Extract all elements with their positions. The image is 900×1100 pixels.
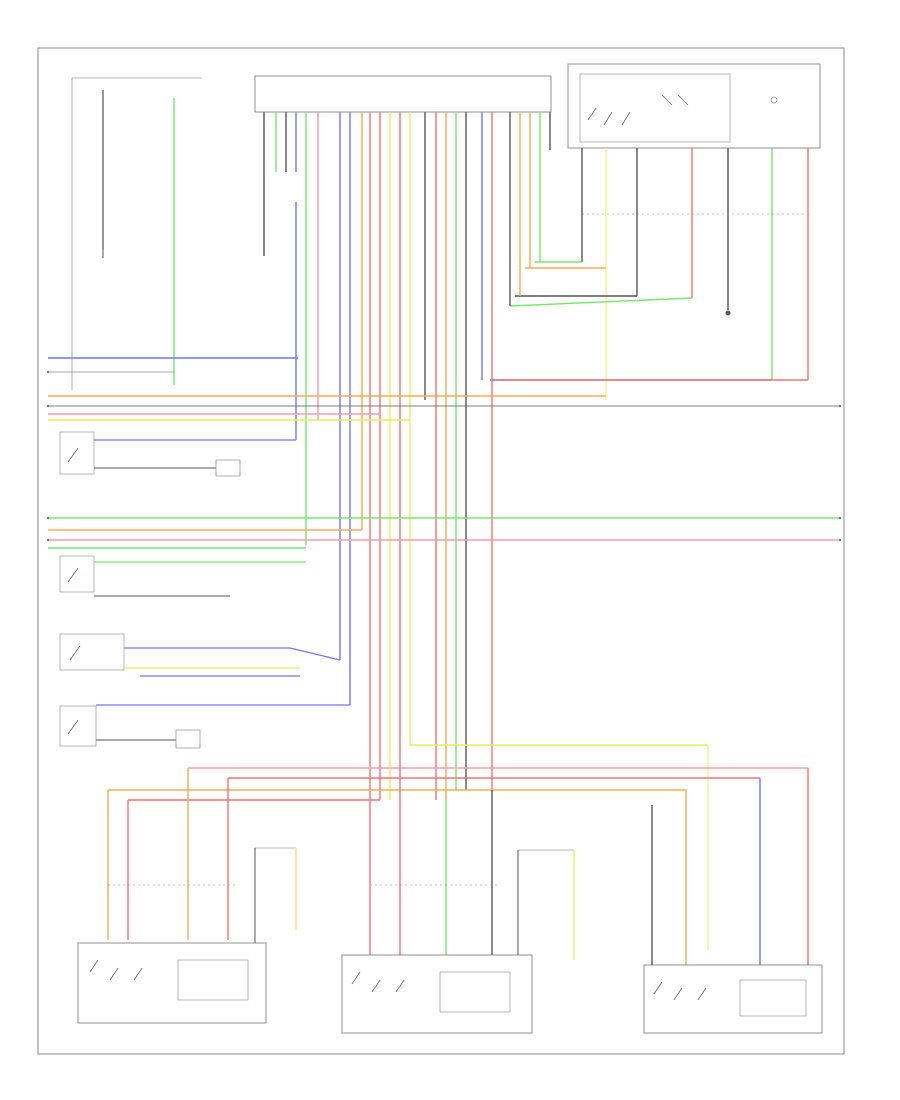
left-switch-3 (59, 633, 341, 677)
horizontal-buses (48, 357, 840, 549)
top-right-switch-box (567, 63, 821, 149)
bottom-box-2 (341, 954, 533, 1034)
left-switch-2 (59, 555, 306, 597)
module-pin-wires (263, 112, 551, 800)
top-right-box-inner (579, 73, 731, 143)
ground-symbol (725, 310, 731, 316)
bus-endpoints (46, 370, 842, 542)
main-module-box (254, 75, 552, 113)
main-module (254, 75, 552, 113)
pin-label-patch (272, 172, 298, 202)
bottom-box-1 (77, 942, 267, 1024)
left-switch-1 (59, 431, 296, 477)
lower-buses (107, 744, 809, 965)
top-right-wires (490, 148, 810, 400)
bottom-box-3 (643, 964, 823, 1034)
top-left-supplies (71, 77, 202, 390)
mid-grounds (254, 847, 575, 962)
top-right-box-outer (567, 63, 821, 149)
diagram-frame (37, 47, 845, 1055)
left-switch-4 (59, 704, 350, 749)
